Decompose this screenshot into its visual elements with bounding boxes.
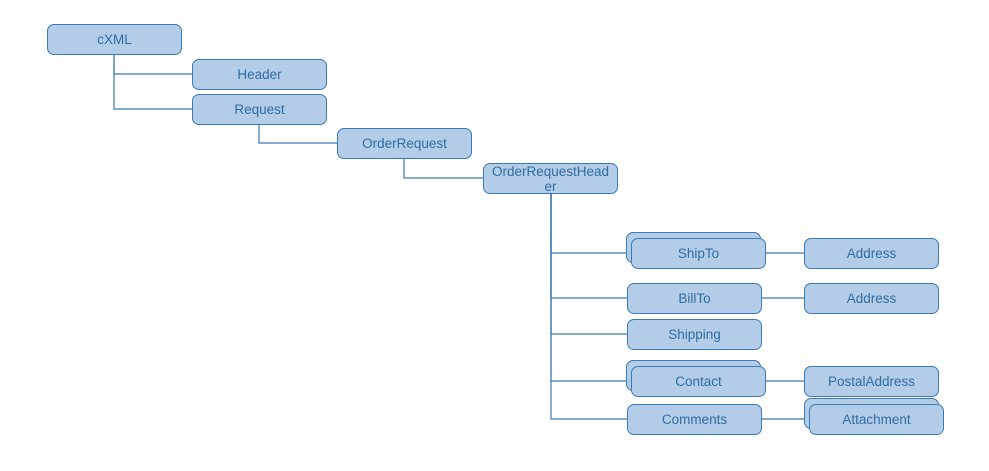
node-shipping[interactable]: Shipping (627, 319, 762, 350)
node-comments[interactable]: Comments (627, 404, 762, 435)
connector-orh-contact (550, 194, 626, 382)
node-label-billto: BillTo (678, 291, 711, 306)
node-label-contact: Contact (675, 374, 722, 389)
connector-cxml-request (113, 55, 192, 110)
connector-orh-comments (550, 194, 627, 420)
node-shipto[interactable]: ShipTo (631, 238, 766, 269)
node-label-shipto: ShipTo (677, 246, 720, 261)
connector-cxml-header (113, 55, 192, 75)
node-label-order-request: OrderRequest (362, 136, 447, 151)
node-attachment[interactable]: Attachment (809, 404, 944, 435)
node-label-shipping: Shipping (668, 327, 721, 342)
connector-orh-shipto (550, 194, 626, 254)
node-label-header: Header (237, 67, 282, 82)
node-label-cxml: cXML (97, 32, 132, 47)
node-order-request[interactable]: OrderRequest (337, 128, 472, 159)
node-billto[interactable]: BillTo (627, 283, 762, 314)
node-cxml[interactable]: cXML (47, 24, 182, 55)
node-label-address-shipto: Address (846, 246, 897, 261)
node-label-postal-address: PostalAddress (827, 374, 916, 389)
node-contact[interactable]: Contact (631, 366, 766, 397)
node-label-request: Request (234, 102, 285, 117)
node-header[interactable]: Header (192, 59, 327, 90)
node-label-order-request-header: OrderRequestHeader (491, 163, 610, 194)
node-address-billto[interactable]: Address (804, 283, 939, 314)
node-address-shipto[interactable]: Address (804, 238, 939, 269)
node-order-request-header[interactable]: OrderRequestHeader (483, 163, 618, 194)
connector-orh-billto (550, 194, 627, 299)
node-label-attachment: Attachment (842, 412, 911, 427)
connector-orderreq-orh (403, 159, 483, 179)
connector-request-orderreq (258, 125, 337, 144)
node-label-address-billto: Address (846, 291, 897, 306)
node-request[interactable]: Request (192, 94, 327, 125)
node-postal-address[interactable]: PostalAddress (804, 366, 939, 397)
connector-orh-shipping (550, 194, 627, 335)
node-label-comments: Comments (661, 412, 728, 427)
